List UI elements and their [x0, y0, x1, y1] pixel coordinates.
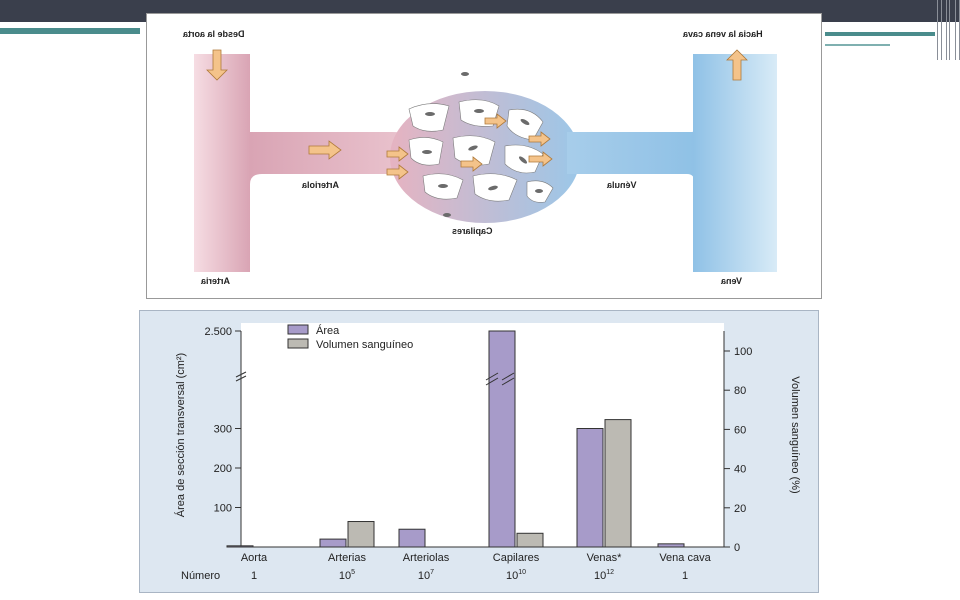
volume-bar — [604, 419, 632, 548]
numero-exponent: 10 — [518, 569, 526, 576]
volume-bar — [347, 521, 375, 548]
numero-exponent: 5 — [351, 569, 355, 576]
numero-row-label: Número — [181, 570, 220, 582]
left-tick-label: 300 — [214, 424, 232, 436]
slide-accent-line — [825, 44, 890, 46]
right-tick-label: 100 — [734, 346, 752, 358]
legend-swatch-volume — [287, 338, 309, 349]
category-label: Venas* — [587, 552, 623, 564]
venule-vessel — [567, 122, 695, 184]
label-arteriola: Arteriola — [302, 180, 340, 190]
label-to-vena-cava: Hacia la vena cava — [683, 29, 763, 39]
up-arrow-icon — [726, 49, 748, 81]
endothelial-cells — [422, 72, 543, 217]
area-bar — [576, 428, 604, 548]
legend-label-area: Área — [316, 324, 340, 337]
legend-label-volume: Volumen sanguíneo — [316, 339, 413, 351]
right-arrow-icon — [386, 164, 409, 180]
right-arrow-icon — [308, 140, 342, 160]
category-label: Aorta — [241, 552, 268, 564]
numero-value: 1 — [251, 570, 257, 582]
bar-break-mark — [485, 372, 515, 386]
right-tick-label: 80 — [734, 385, 746, 397]
label-vena: Vena — [721, 276, 743, 286]
category-label: Arterias — [328, 552, 366, 564]
left-tick-label: 200 — [214, 463, 232, 475]
label-capilares: Capilares — [452, 226, 493, 236]
right-arrow-icon — [528, 151, 553, 167]
arteriole-vessel — [250, 132, 402, 184]
numero-value: 1 — [682, 570, 688, 582]
left-tick-label: 2.500 — [204, 326, 232, 338]
capillary-tissue — [408, 99, 554, 203]
label-from-aorta: Desde la aorta — [183, 29, 245, 39]
slide-accent-line — [0, 28, 140, 34]
right-arrow-icon — [386, 146, 409, 162]
numero-value: 1010 — [506, 569, 526, 582]
plot-area — [241, 323, 724, 547]
vessel-drawing — [194, 49, 777, 272]
area-bar — [226, 545, 254, 548]
axis-break-mark — [235, 371, 247, 382]
numero-exponent: 12 — [606, 569, 614, 576]
category-label: Vena cava — [659, 552, 711, 564]
area-bar — [488, 330, 516, 548]
circulation-diagram: Desde la aorta Hacia la vena cava Arteri… — [146, 13, 822, 299]
right-tick-label: 40 — [734, 464, 746, 476]
category-label: Arteriolas — [403, 552, 450, 564]
numero-value: 105 — [339, 569, 355, 582]
slide-corner-decoration — [935, 0, 960, 60]
label-arteria: Arteria — [201, 276, 231, 286]
right-arrow-icon — [484, 113, 507, 129]
left-tick-label: 100 — [214, 503, 232, 515]
numero-exponent: 7 — [430, 569, 434, 576]
right-arrow-icon — [460, 156, 483, 172]
vein-vessel — [693, 54, 777, 272]
legend-swatch-area — [287, 324, 309, 335]
artery-vessel — [194, 54, 250, 272]
slide-accent-line — [825, 32, 935, 36]
right-tick-label: 60 — [734, 424, 746, 436]
area-bar — [398, 528, 426, 548]
left-axis-title: Área de sección transversal (cm²) — [174, 353, 187, 517]
area-bar — [657, 543, 685, 548]
right-arrow-icon — [528, 131, 551, 147]
volume-bar — [516, 532, 544, 548]
label-venula: Vénula — [607, 180, 637, 190]
right-tick-label: 20 — [734, 503, 746, 515]
right-tick-label: 0 — [734, 542, 740, 554]
right-axis-title: Volumen sanguíneo (%) — [789, 376, 801, 493]
flow-arrows — [206, 49, 748, 180]
area-bar — [319, 538, 347, 548]
down-arrow-icon — [206, 49, 228, 81]
category-label: Capilares — [493, 552, 540, 564]
numero-value: 107 — [418, 569, 434, 582]
numero-value: 1012 — [594, 569, 614, 582]
